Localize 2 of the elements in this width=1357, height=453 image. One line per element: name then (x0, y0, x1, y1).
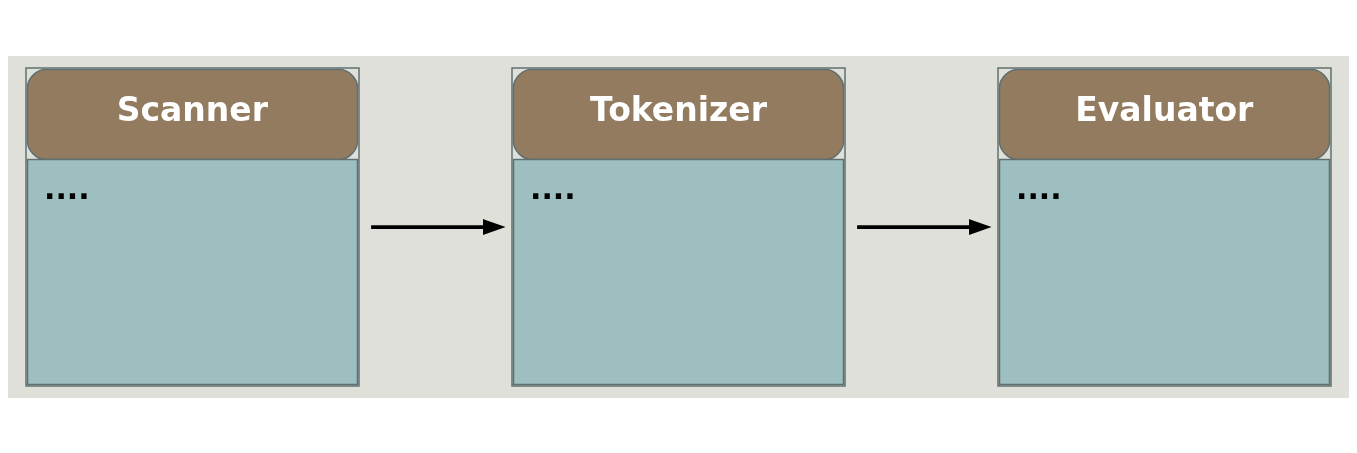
arrow (371, 218, 506, 235)
arrow (857, 218, 992, 235)
